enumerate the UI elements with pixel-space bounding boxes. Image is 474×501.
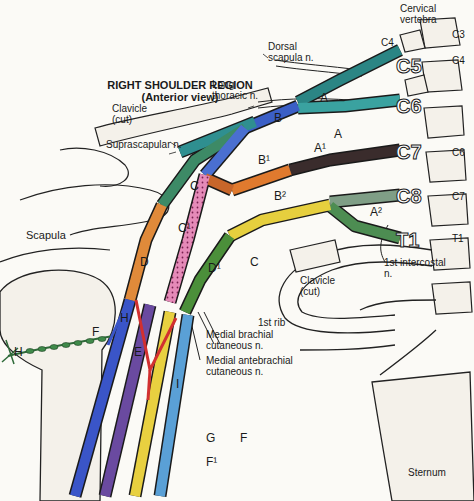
nerve-outline bbox=[75, 50, 400, 496]
callout-letter: D bbox=[140, 256, 149, 269]
root-label: C6 bbox=[396, 96, 422, 117]
callout-letter: A bbox=[334, 128, 342, 141]
callout-letter: B¹ bbox=[258, 154, 270, 167]
callout-letter: H bbox=[14, 346, 23, 359]
nerve-band bbox=[75, 50, 400, 496]
callout-letter: B bbox=[274, 112, 282, 125]
part-name: Clavicle (cut) bbox=[112, 104, 160, 125]
callout-letter: I bbox=[176, 378, 179, 391]
clavicle-bone bbox=[290, 240, 340, 272]
root-label: C8 bbox=[396, 186, 422, 207]
callout-letter: C bbox=[250, 256, 259, 269]
part-name: Dorsal scapula n. bbox=[268, 42, 326, 63]
callout-letter: B² bbox=[274, 190, 286, 203]
humerus-bone bbox=[0, 270, 115, 501]
callout-letter: A¹ bbox=[314, 142, 326, 155]
callout-letter: H bbox=[120, 312, 129, 325]
part-name: C4 bbox=[452, 56, 465, 67]
part-name: Medial brachial cutaneous n. bbox=[206, 330, 316, 351]
part-name: C7 bbox=[452, 192, 465, 203]
part-name: Scapula bbox=[26, 230, 66, 242]
nerve-branch bbox=[108, 300, 128, 345]
part-name: 1st rib bbox=[258, 318, 285, 329]
sternum-bone bbox=[372, 372, 474, 501]
part-name: C3 bbox=[452, 30, 465, 41]
callout-letter: D¹ bbox=[208, 262, 221, 275]
callout-letter: F bbox=[92, 326, 99, 339]
callout-letter: E bbox=[134, 346, 142, 359]
part-name: Cervical vertebra bbox=[400, 4, 458, 25]
part-name: 1st intercostal n. bbox=[384, 258, 454, 279]
callout-letter: A bbox=[320, 92, 328, 105]
root-label: T1 bbox=[396, 230, 419, 251]
callout-letter: F bbox=[240, 432, 247, 445]
part-name: Medial antebrachial cutaneous n. bbox=[206, 356, 316, 377]
root-label: C7 bbox=[396, 142, 422, 163]
callout-letter: F¹ bbox=[206, 456, 217, 469]
part-name: Clavicle (cut) bbox=[300, 276, 348, 297]
callout-letter: A² bbox=[370, 206, 382, 219]
part-name: Long thoracic n. bbox=[212, 80, 270, 101]
axillary-artery bbox=[2, 335, 120, 364]
callout-letter: G bbox=[206, 432, 215, 445]
callout-letter: C¹ bbox=[178, 222, 191, 235]
part-name: Sternum bbox=[408, 468, 446, 479]
part-name: T1 bbox=[452, 234, 464, 245]
part-name: Suprascapular n. bbox=[106, 140, 182, 151]
callout-letter: C bbox=[190, 180, 199, 193]
part-name: C4 bbox=[381, 38, 394, 49]
cut-mark bbox=[169, 54, 268, 154]
root-label: C5 bbox=[396, 56, 422, 77]
part-name: C6 bbox=[452, 148, 465, 159]
